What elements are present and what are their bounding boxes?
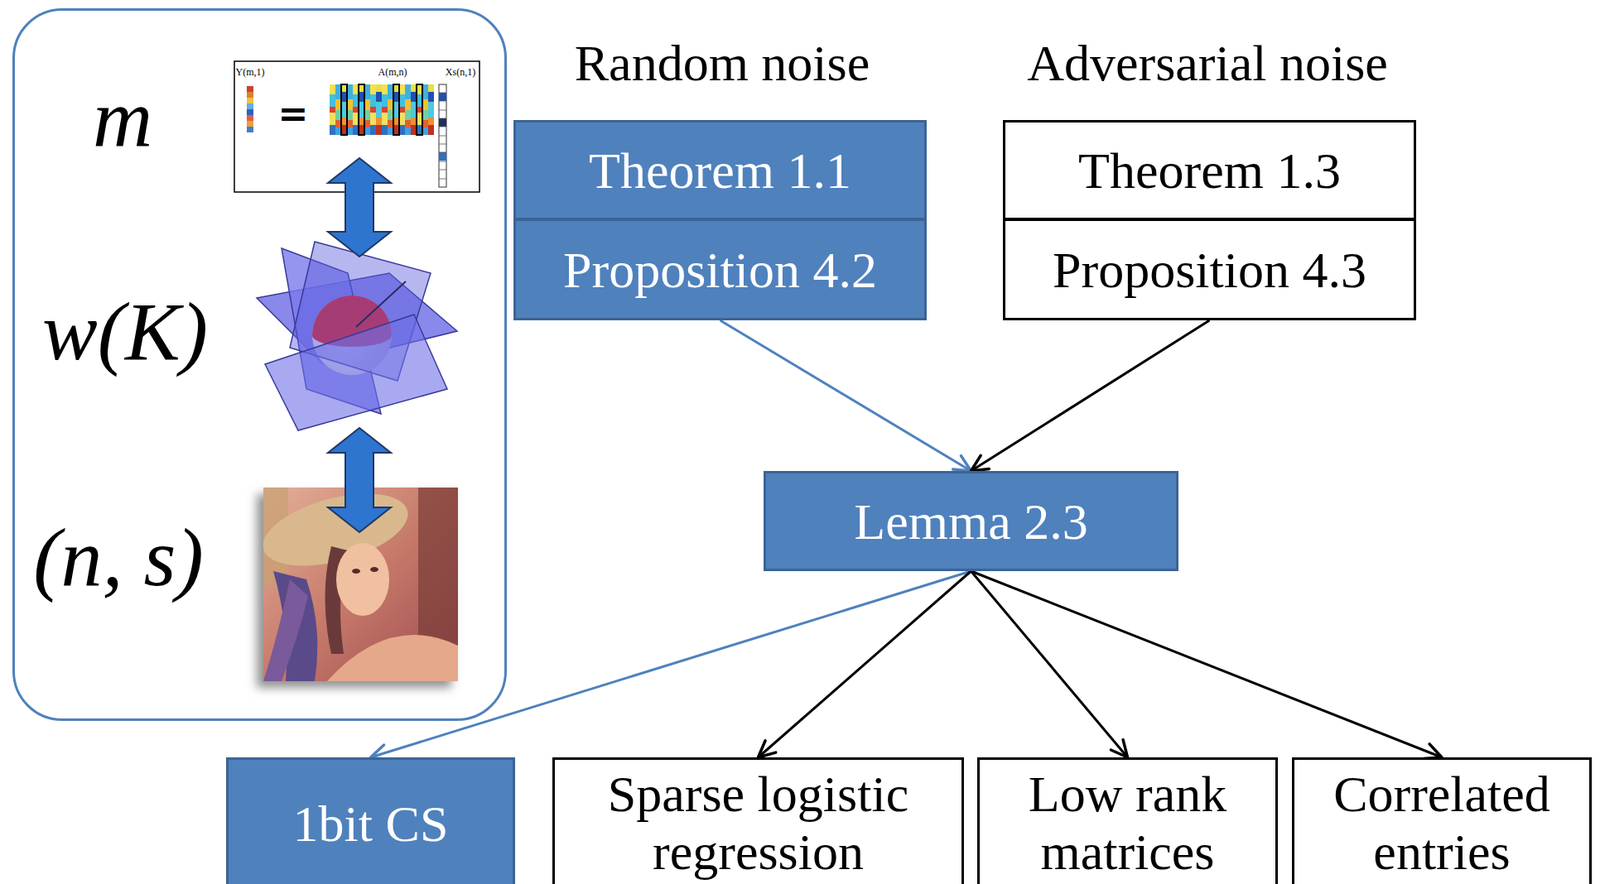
box-label: Low rank matrices [991,765,1264,882]
column-header: Adversarial noise [1026,33,1388,93]
application-box: Sparse logistic regression [552,757,964,884]
box-label: Lemma 2.3 [853,492,1088,551]
connector-arrow [971,571,1443,760]
proposition-box: Proposition 4.2 [513,218,927,321]
connector-line [971,320,1210,472]
descent-cone [256,241,458,431]
arrow-head [758,741,776,758]
matrix-label: Xs(n,1) [445,66,476,78]
connector-line [971,571,1443,758]
application-box: Low rank matrices [977,757,1278,884]
equals-sign: = [278,91,309,135]
double-arrow [327,158,391,257]
proposition-box: Proposition 4.3 [1002,218,1417,321]
double-arrow [327,428,391,533]
parameter-panel: m w(K) (n, s) [12,8,507,722]
lemma-box: Lemma 2.3 [763,471,1179,572]
matrix-label: Y(m,1) [236,66,266,78]
theorem-box: Theorem 1.3 [1002,120,1417,221]
box-label: Correlated entries [1306,765,1578,882]
box-label: Sparse logistic regression [566,765,950,882]
application-box: 1bit CS [226,757,516,884]
arrow-head [1423,744,1442,760]
box-label: Proposition 4.3 [1052,240,1367,299]
connector-line [371,571,972,758]
theorem-box: Theorem 1.1 [513,120,927,221]
box-label: 1bit CS [293,795,449,854]
math-symbol: m [92,72,153,164]
arrow-head [971,455,990,472]
column-header: Random noise [574,33,870,93]
application-box: Correlated entries [1291,757,1592,884]
box-label: Theorem 1.1 [588,141,852,200]
connector-arrow [758,571,972,758]
connector-arrow [720,320,972,472]
connector-line [758,571,972,758]
connector-arrow [971,320,1210,472]
connector-line [971,571,1128,758]
arrow-head [953,456,972,472]
matrix-label: A(m,n) [378,66,408,78]
box-label: Theorem 1.3 [1078,141,1341,200]
box-label: Proposition 4.2 [563,240,878,299]
connector-arrow [371,571,972,761]
connector-arrow [971,571,1128,758]
arrow-head [1110,740,1128,758]
connector-line [720,320,972,472]
math-symbol: (n, s) [33,512,204,604]
math-symbol: w(K) [42,286,208,378]
